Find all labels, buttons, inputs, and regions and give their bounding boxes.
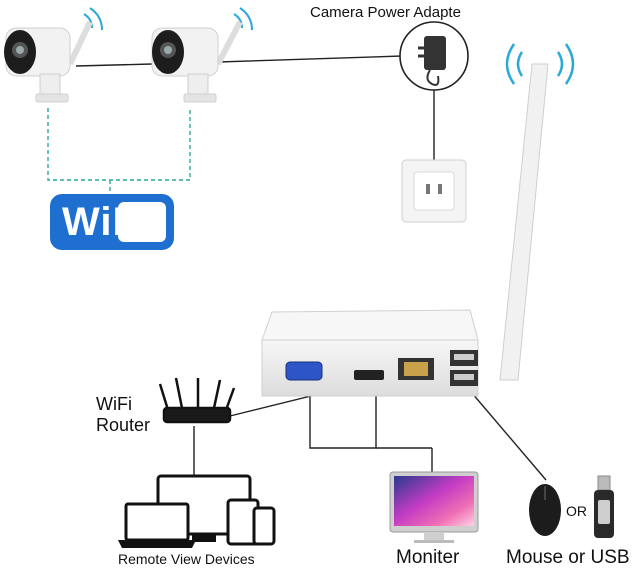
remote-devices-label: Remote View Devices bbox=[118, 551, 255, 567]
router-label-line1: WiFi bbox=[96, 394, 132, 414]
power-adapter-label: Camera Power Adapte bbox=[310, 4, 461, 21]
mouse-usb-label: Mouse or USB bbox=[506, 547, 630, 568]
nvr-icon bbox=[261, 309, 479, 397]
or-label: OR bbox=[566, 503, 587, 519]
router-icon bbox=[158, 377, 236, 424]
wifi-dashed-lines bbox=[47, 108, 191, 196]
wall-socket-icon bbox=[401, 159, 467, 223]
router-label: WiFi Router bbox=[96, 394, 150, 436]
camera-icon bbox=[151, 7, 253, 103]
antenna-icon bbox=[499, 43, 575, 381]
monitor-icon bbox=[389, 471, 479, 543]
laptop-icon bbox=[118, 502, 196, 548]
router-label-line2: Router bbox=[96, 415, 151, 435]
power-adapter-icon bbox=[399, 21, 469, 91]
camera-icon bbox=[4, 7, 103, 103]
usb-drive-icon bbox=[594, 475, 614, 538]
wifi-logo bbox=[50, 194, 174, 250]
monitor-label: Moniter bbox=[396, 547, 460, 568]
phone-icon bbox=[252, 506, 276, 546]
mouse-icon bbox=[529, 484, 561, 536]
wifi-logo-text: WiFi bbox=[62, 200, 151, 244]
